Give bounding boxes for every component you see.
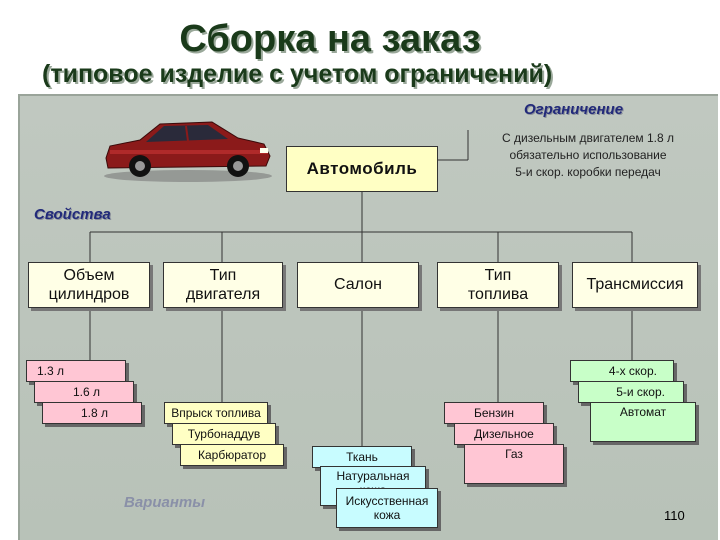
page-subtitle: (типовое изделие с учетом ограничений) [42, 60, 553, 88]
constraint-text: С дизельным двигателем 1.8 л обязательно… [502, 131, 674, 179]
variant-engine-carburetor[interactable]: Карбюратор [180, 444, 284, 466]
variant-transmission-4speed[interactable]: 4-х скор. [570, 360, 674, 382]
property-interior[interactable]: Салон [297, 262, 419, 308]
variant-transmission-automatic[interactable]: Автомат [590, 402, 696, 442]
property-transmission[interactable]: Трансмиссия [572, 262, 698, 308]
page-number: 110 [664, 508, 685, 523]
root-node-automobile[interactable]: Автомобиль [286, 146, 438, 192]
car-illustration [104, 121, 272, 182]
variant-engine-turbo[interactable]: Турбонаддув [172, 423, 276, 445]
variant-cylinders-1.6[interactable]: 1.6 л [34, 381, 134, 403]
constraint-label: Ограничение [524, 101, 624, 118]
variant-fuel-gas[interactable]: Газ [464, 444, 564, 484]
variant-fuel-gasoline[interactable]: Бензин [444, 402, 544, 424]
properties-label: Свойства [34, 206, 111, 223]
page-title: Сборка на заказ [179, 18, 481, 60]
variant-cylinders-1.3[interactable]: 1.3 л [26, 360, 126, 382]
variant-cylinders-1.8[interactable]: 1.8 л [42, 402, 142, 424]
variant-transmission-5speed[interactable]: 5-и скор. [578, 381, 684, 403]
variants-label: Варианты [124, 494, 206, 511]
variant-fuel-diesel[interactable]: Дизельное [454, 423, 554, 445]
variant-interior-fabric[interactable]: Ткань [312, 446, 412, 468]
variant-engine-injection[interactable]: Впрыск топлива [164, 402, 268, 424]
